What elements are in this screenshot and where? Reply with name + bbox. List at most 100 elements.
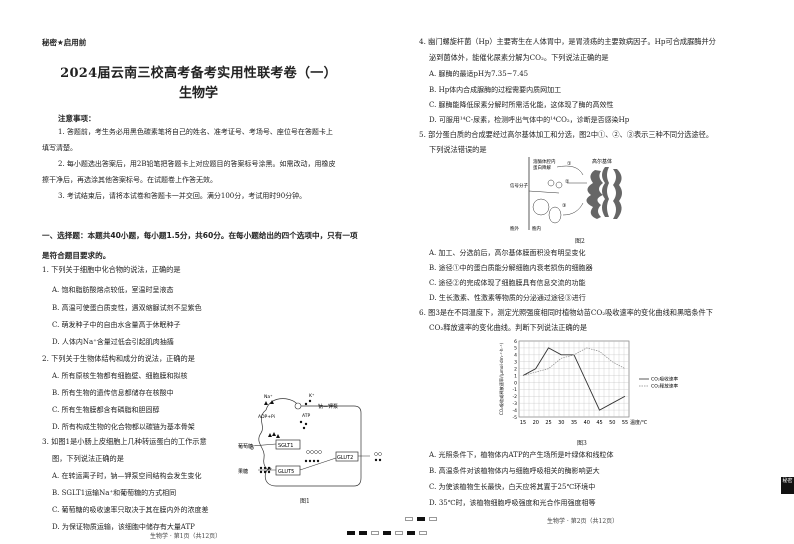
svg-text:Na⁺: Na⁺ xyxy=(264,394,273,400)
svg-text:温度/℃: 温度/℃ xyxy=(630,419,648,426)
svg-text:3: 3 xyxy=(514,360,517,366)
svg-text:5: 5 xyxy=(514,346,517,352)
svg-text:葡萄糖: 葡萄糖 xyxy=(238,443,253,450)
notice-line: 填写清楚。 xyxy=(42,144,77,152)
section-heading-line: 一、选择题：本题共40小题，每小题1.5分，共60分。在每小题给出的四个选项中，… xyxy=(42,231,358,240)
question-4-option-c: C. 脲酶能降低尿素分解时所需活化能，这体现了酶的高效性 xyxy=(429,101,614,109)
svg-text:15: 15 xyxy=(520,420,526,426)
question-4-option-a: A. 脲酶的最适pH为7.35~7.45 xyxy=(429,70,529,78)
pump-label: 钠—钾泵 xyxy=(318,403,338,410)
notice-line: 1. 答题前，考生务必用黑色碳素笔将自己的姓名、准考证号、考场号、座位号在答题卡… xyxy=(58,128,333,136)
question-2-stem: 2. 下列关于生物体结构和成分的说法，正确的是 xyxy=(42,354,195,363)
question-6-stem-line1: 6. 图3是在不同温度下，测定光照强度相同时植物幼苗CO₂吸收速率的变化曲线和黑… xyxy=(419,308,713,317)
exam-page-1: 秘密★启用前 2024届云南三校高考备考实用性联考卷（一） 生物学 注意事项： … xyxy=(42,38,398,540)
question-6-option-d: D. 35℃时，该植物细胞呼吸强度和光合作用强度相等 xyxy=(429,499,596,507)
question-3-option-c: C. 葡萄糖的吸收速率只取决于其在膜内外的浓度差 xyxy=(52,506,209,514)
question-1-stem: 1. 下列关于细胞中化合物的说法，正确的是 xyxy=(42,265,181,274)
question-5-stem-line2: 下列说法错误的是 xyxy=(429,145,487,154)
figure-3-caption: 图3 xyxy=(577,440,587,447)
svg-text:CO₂吸收速率: CO₂吸收速率 xyxy=(651,376,678,383)
question-6-stem-line2: CO₂释放速率的变化曲线。判断下列说法正确的是 xyxy=(429,323,588,332)
question-5-option-b: B. 途径①中的蛋白质能分解细胞内衰老损伤的细胞器 xyxy=(429,264,593,272)
svg-text:胞外: 胞外 xyxy=(510,225,519,232)
svg-text:-5: -5 xyxy=(513,415,518,421)
notice-line: 3. 考试结束后，请将本试卷和答题卡一并交回。满分100分，考试用时90分钟。 xyxy=(58,192,307,200)
question-1-option-b: B. 高温可使蛋白质变性，遇双缩脲试剂不显紫色 xyxy=(52,304,202,312)
svg-text:2: 2 xyxy=(514,366,517,372)
svg-text:高尔基体: 高尔基体 xyxy=(592,158,612,165)
svg-text:30: 30 xyxy=(558,420,564,426)
svg-text:胞内: 胞内 xyxy=(532,225,541,232)
page-1-footer: 生物学 · 第1页（共12页） xyxy=(150,533,222,540)
registration-marks-right xyxy=(405,517,437,521)
svg-text:ATP: ATP xyxy=(302,413,310,419)
question-2-option-a: A. 所有原核生物都有细胞壁、细胞膜和拟核 xyxy=(52,372,188,380)
svg-text:②: ② xyxy=(565,179,570,185)
question-3-option-d: D. 为保证物质运输，该细胞中储存有大量ATP xyxy=(52,523,195,531)
notice-line: 擦干净后，再选涂其他答案标号。在试题卷上作答无效。 xyxy=(42,176,217,184)
question-2-option-b: B. 所有生物的遗传信息都储存在核酸中 xyxy=(52,389,174,397)
question-3-stem-line1: 3. 如图1是小肠上皮细胞上几种转运蛋白的工作示意 xyxy=(42,437,207,446)
exam-subject: 生物学 xyxy=(178,86,218,101)
side-tab: 秘密 xyxy=(781,477,794,494)
section-heading: 一、选择题：本题共40小题，每小题1.5分，共60分。在每小题给出的四个选项中，… xyxy=(42,226,387,266)
svg-text:蛋白降解: 蛋白降解 xyxy=(533,164,551,171)
section-heading-line: 是符合题目要求的。 xyxy=(42,251,111,260)
question-5-option-c: C. 途径②的完成体现了细胞膜具有信息交流的功能 xyxy=(429,279,586,287)
svg-text:ADP+Pi: ADP+Pi xyxy=(258,414,275,420)
svg-text:6: 6 xyxy=(514,339,517,345)
svg-text:信号分子: 信号分子 xyxy=(510,182,528,189)
svg-text:40: 40 xyxy=(584,420,590,426)
figure-2-caption: 图2 xyxy=(575,238,585,245)
question-3-option-a: A. 在转运离子时，钠—钾泵空间结构会发生变化 xyxy=(52,472,202,480)
question-1-option-a: A. 饱和脂肪酸熔点较低，室温时呈液态 xyxy=(52,286,174,294)
question-1-option-d: D. 人体内Na⁺含量过低会引起肌肉抽搐 xyxy=(52,338,174,346)
secret-label: 秘密★启用前 xyxy=(42,38,87,47)
svg-text:-3: -3 xyxy=(513,401,518,407)
registration-marks xyxy=(347,531,427,535)
svg-text:20: 20 xyxy=(533,420,539,426)
question-6-option-b: B. 高温条件对该植物体内与细胞呼吸相关的酶影响更大 xyxy=(429,467,600,475)
glut5-label: GLUT5 xyxy=(278,469,294,475)
question-4-option-d: D. 可服用¹⁴C-尿素，检测呼出气体中的¹⁴CO₂，诊断是否感染Hp xyxy=(429,116,630,124)
svg-text:-4: -4 xyxy=(513,408,518,414)
exam-page-2: 4. 幽门螺旋杆菌（Hp）主要寄生在人体胃中，是胃溃疡的主要致病因子。Hp可合成… xyxy=(397,0,794,544)
svg-text:50: 50 xyxy=(609,420,615,426)
figure-2-golgi-sorting: 溶酶体腔内 蛋白降解 ① 高尔基体 信号分子 胞外 胞内 ② ③ xyxy=(507,155,627,235)
question-1-option-c: C. 萌发种子中的自由水含量高于休眠种子 xyxy=(52,321,181,329)
svg-text:-1: -1 xyxy=(513,387,518,393)
svg-text:-2: -2 xyxy=(513,394,518,400)
notice-line: 2. 每小题选出答案后，用2B铅笔把答题卡上对应题目的答案标号涂黑。如需改动，用… xyxy=(58,160,336,168)
svg-text:CO₂释放速率: CO₂释放速率 xyxy=(651,383,678,390)
exam-title: 2024届云南三校高考备考实用性联考卷（一） xyxy=(60,66,337,81)
svg-text:K⁺: K⁺ xyxy=(309,393,315,399)
svg-text:35: 35 xyxy=(571,420,577,426)
svg-text:果糖: 果糖 xyxy=(238,468,248,475)
svg-text:55: 55 xyxy=(622,420,628,426)
notice-heading: 注意事项： xyxy=(58,114,96,123)
page-2-footer: 生物学 · 第2页（共12页） xyxy=(547,518,619,525)
notice-list: 1. 答题前，考生务必用黑色碳素笔将自己的姓名、准考证号、考场号、座位号在答题卡… xyxy=(42,124,382,204)
question-4-stem-line1: 4. 幽门螺旋杆菌（Hp）主要寄生在人体胃中，是胃溃疡的主要致病因子。Hp可合成… xyxy=(419,37,716,46)
question-3-option-b: B. SGLT1运输Na⁺和葡萄糖的方式相同 xyxy=(52,489,177,497)
svg-text:1: 1 xyxy=(514,373,517,379)
question-4-option-b: B. Hp体内合成脲酶的过程需要内质网加工 xyxy=(429,86,562,94)
sglt1-label: SGLT1 xyxy=(278,443,293,449)
question-2-option-d: D. 所有构成生物的化合物都以碳链为基本骨架 xyxy=(52,423,195,431)
question-2-option-c: C. 所有生物膜都含有磷脂和胆固醇 xyxy=(52,406,160,414)
glut2-label: GLUT2 xyxy=(337,455,353,461)
svg-text:③: ③ xyxy=(562,203,566,209)
svg-text:溶酶体腔内: 溶酶体腔内 xyxy=(533,158,556,165)
question-6-option-c: C. 为使该植物生长最快，白天应将其置于25℃环境中 xyxy=(429,483,596,491)
svg-text:25: 25 xyxy=(545,420,551,426)
question-5-option-d: D. 生长激素、性激素等物质的分泌通过途径③进行 xyxy=(429,294,586,302)
question-5-stem-line1: 5. 部分蛋白质的合成要经过高尔基体加工和分选，图2中①、②、③表示三种不同分选… xyxy=(419,130,714,139)
question-4-stem-line2: 泌到菌体外，能催化尿素分解为CO₂。下列说法正确的是 xyxy=(429,53,609,62)
svg-text:4: 4 xyxy=(514,353,517,359)
question-6-option-a: A. 光照条件下，植物体内ATP的产生场所是叶绿体和线粒体 xyxy=(429,451,614,459)
svg-text:45: 45 xyxy=(596,420,602,426)
question-5-option-a: A. 加工、分选前后，高尔基体膜面积没有明显变化 xyxy=(429,249,586,257)
svg-text:①: ① xyxy=(567,161,572,167)
figure-1-transporters: SGLT1 GLUT5 GLUT2 Na⁺ K⁺ 钠—钾泵 ADP+Pi ATP… xyxy=(236,388,398,498)
